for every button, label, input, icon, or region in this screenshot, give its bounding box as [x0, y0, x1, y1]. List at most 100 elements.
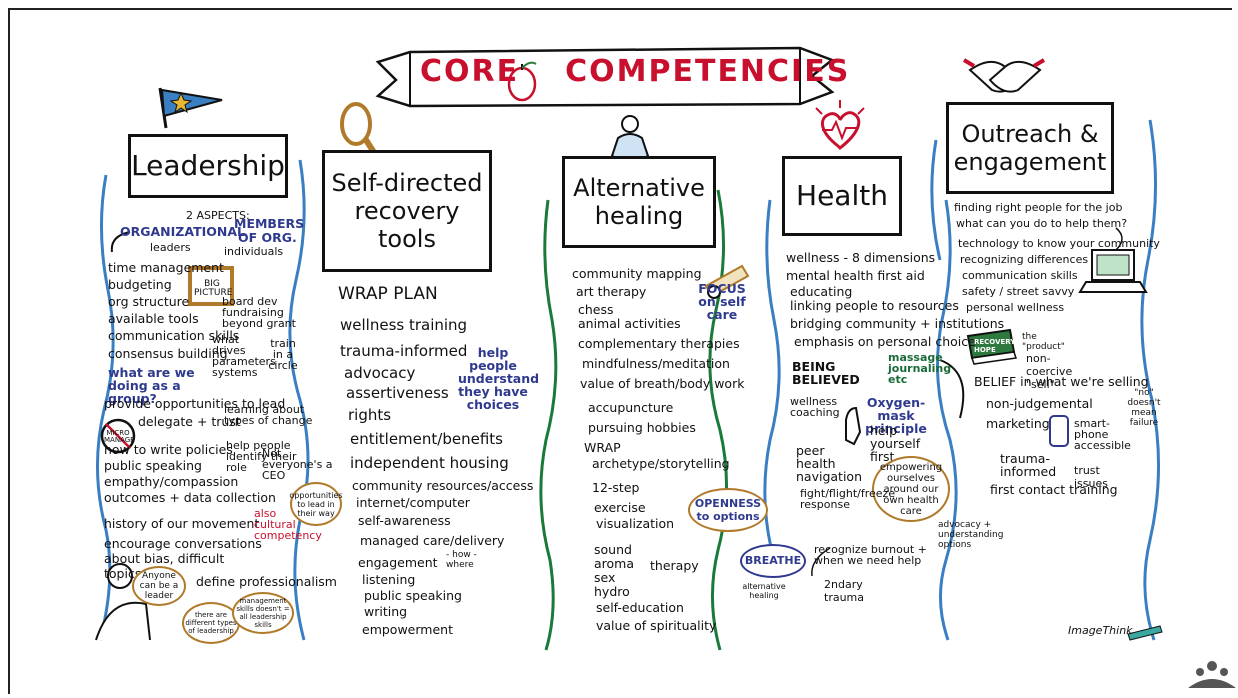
- the-product: the "product": [1022, 332, 1065, 352]
- alternative-wave-border: [539, 199, 558, 651]
- person-icon: [95, 563, 151, 641]
- members-3: individuals: [224, 245, 284, 258]
- leadership-item: encourage conversations about bias, diff…: [104, 536, 262, 581]
- leadership-item: budgeting: [108, 277, 172, 292]
- health-item: bridging community + institutions: [790, 316, 1005, 331]
- big-picture-label: BIG PICTURE: [194, 279, 233, 298]
- self-directed-item: community resources/access: [352, 478, 534, 493]
- self-directed-item: trauma-informed: [340, 342, 468, 360]
- members-2: OF ORG.: [238, 230, 297, 245]
- massage-note: massage journaling etc: [888, 351, 952, 386]
- advocacy-note: advocacy + understanding options: [938, 520, 1004, 550]
- outreach-item: personal wellness: [966, 301, 1065, 314]
- leadership-note: Not everyone's a CEO: [262, 447, 333, 482]
- self-directed-header: Self-directed recovery tools: [322, 150, 492, 272]
- health-header: Health: [782, 156, 902, 236]
- self-directed-item: managed care/delivery: [360, 533, 505, 548]
- leadership-item: define professionalism: [196, 574, 337, 589]
- leadership-item: provide opportunities to lead: [104, 396, 286, 411]
- alternative-item3: self-education: [596, 600, 684, 615]
- apple-icon: [507, 61, 537, 102]
- smartphone-accessible: smart-phone accessible: [1074, 417, 1131, 452]
- burnout-note: recognize burnout + when we need help: [814, 543, 927, 567]
- alternative-item: community mapping: [572, 266, 702, 281]
- trust-issues: trust issues: [1074, 464, 1108, 490]
- secondary-trauma: 2ndary trauma: [824, 578, 865, 604]
- health-item: emphasis on personal choice: [794, 334, 976, 349]
- therapy-type: sex: [594, 570, 616, 585]
- outreach-item: finding right people for the job: [954, 201, 1123, 214]
- leadership-item: public speaking: [104, 458, 202, 473]
- leadership-aspects: 2 ASPECTS:: [186, 209, 250, 222]
- self-directed-item: assertiveness: [346, 384, 449, 402]
- engagement-note: - how - where: [446, 550, 477, 570]
- alternative-item2: exercise: [594, 500, 646, 515]
- self-directed-item: wellness training: [340, 316, 468, 334]
- alternative-item: animal activities: [578, 316, 681, 331]
- being-believed: BEING BELIEVED: [792, 359, 860, 387]
- title-competencies: COMPETENCIES: [565, 54, 851, 89]
- org-leaders-1: ORGANIZATIONAL: [120, 224, 245, 239]
- health-item: wellness - 8 dimensions: [786, 250, 936, 265]
- members-1: MEMBERS: [234, 216, 305, 231]
- non-judgemental: non-judgemental: [986, 396, 1093, 411]
- heart-icon: [815, 100, 865, 150]
- leadership-note-bubble: opportunities to lead in their way: [289, 482, 343, 526]
- self-directed-item: public speaking: [364, 588, 462, 603]
- self-directed-item: engagement: [358, 555, 438, 570]
- health-item: educating: [790, 284, 853, 299]
- no-doesnt-mean-failure: "no" doesn't mean failure: [1127, 388, 1161, 428]
- outreach-item: what can you do to help them?: [956, 217, 1128, 230]
- leadership-item: communication skills: [108, 328, 240, 343]
- leadership-wave-border: [96, 174, 115, 641]
- health-item: mental health first aid: [786, 268, 925, 283]
- trauma-informed: trauma-informed: [1000, 451, 1057, 479]
- leadership-note: help people identify their role: [226, 439, 297, 474]
- health-header-text: Health: [796, 179, 888, 212]
- no-sign-icon: [100, 418, 136, 454]
- self-directed-item: internet/computer: [356, 495, 470, 510]
- leadership-item: how to write policies: [104, 442, 233, 457]
- focus-self-care: FOCUS on self care: [698, 281, 746, 322]
- leadership-header: Leadership: [128, 134, 288, 198]
- leadership-item: what are we doing as a group?: [108, 365, 195, 406]
- outreach-item: recognizing differences: [960, 253, 1089, 266]
- phone-icon: [1049, 415, 1069, 447]
- leadership-note-bubble: Anyone can be a leader: [132, 566, 186, 606]
- laptop-icon: [1078, 249, 1148, 293]
- health-item: linking people to resources: [790, 298, 959, 313]
- marketing: marketing: [986, 416, 1050, 431]
- peer-navigation: peer health navigation: [796, 443, 862, 484]
- measuring-tape-icon: [704, 264, 750, 299]
- alternative-header: Alternative healing: [562, 156, 716, 248]
- alternative-item2: 12-step: [592, 480, 640, 495]
- help-people-note: help people understand they have choices: [458, 345, 540, 412]
- alternative-header-text: Alternative healing: [573, 174, 705, 230]
- book-icon: [966, 328, 1017, 365]
- help-yourself: help yourself first: [870, 423, 921, 464]
- self-directed-item: advocacy: [344, 364, 416, 382]
- outreach-item: technology to know your community: [958, 237, 1160, 250]
- self-directed-item: independent housing: [350, 454, 509, 472]
- alternative-item: accupuncture: [588, 400, 674, 415]
- imagethink-logo: ImageThink: [1068, 624, 1133, 637]
- micro-manage-label: MICRO MANAGE: [104, 429, 135, 444]
- self-directed-item: self-awareness: [358, 513, 451, 528]
- wrap-plan: WRAP PLAN: [338, 284, 438, 304]
- leadership-header-text: Leadership: [131, 149, 285, 182]
- handshake-icon: [962, 58, 1046, 93]
- alternative-item2: archetype/storytelling: [592, 456, 730, 471]
- alternative-item2: visualization: [596, 516, 675, 531]
- self-directed-item: listening: [362, 572, 416, 587]
- outreach-header: Outreach & engagement: [946, 102, 1114, 194]
- alternative-item: chess: [578, 302, 614, 317]
- fight-flight: fight/flight/freeze response: [800, 487, 896, 511]
- outreach-wave-border: [930, 139, 942, 261]
- leadership-item: delegate + trust: [138, 414, 241, 429]
- outreach-item: safety / street savvy: [962, 285, 1075, 298]
- self-directed-item: entitlement/benefits: [350, 430, 503, 448]
- leadership-note: what drives parameters systems: [212, 333, 276, 379]
- leadership-item: time management: [108, 260, 224, 275]
- leadership-item: empathy/compassion: [104, 474, 239, 489]
